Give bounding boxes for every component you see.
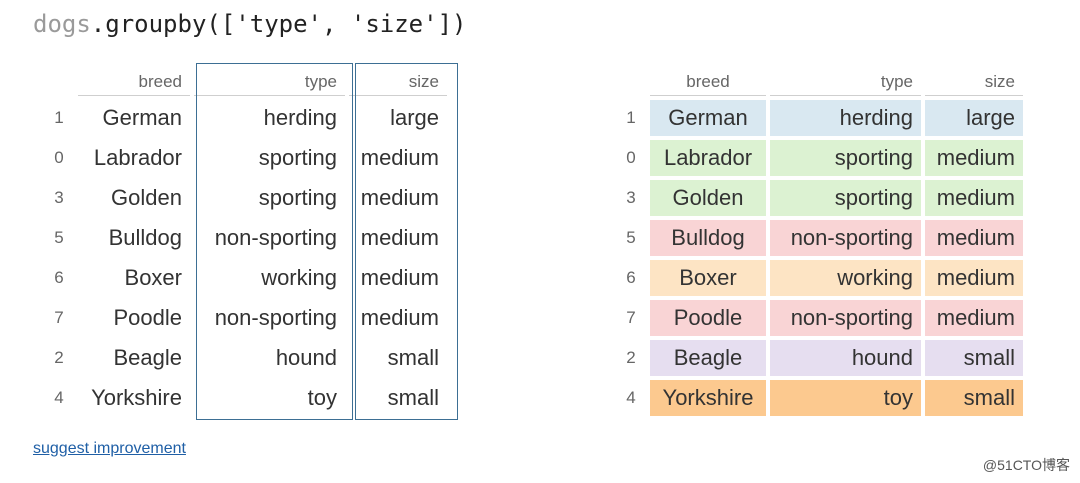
type-cell: non-sporting [214,305,337,330]
size-cell: large [390,105,439,130]
table-row: 4 Yorkshire toy small [44,380,447,416]
breed-cell: Beagle [650,340,766,376]
type-cell: working [770,260,921,296]
breed-cell: Labrador [93,145,182,170]
size-cell: medium [925,220,1023,256]
type-cell: sporting [258,185,337,210]
breed-cell: Bulldog [108,225,182,250]
index-cell: 0 [626,148,636,167]
table-row: 6 Boxer working medium [44,260,447,296]
size-cell: medium [925,300,1023,336]
type-cell: working [261,265,337,290]
type-cell: sporting [770,140,921,176]
index-cell: 6 [626,268,636,287]
size-cell: medium [360,185,439,210]
breed-cell: Poodle [650,300,766,336]
type-cell: toy [307,385,337,410]
breed-header: breed [650,66,766,96]
size-cell: medium [360,225,439,250]
type-cell: non-sporting [214,225,337,250]
index-cell: 7 [626,308,636,327]
size-cell: small [387,385,439,410]
code-method-call: .groupby(['type', 'size']) [90,10,467,38]
size-header: size [349,66,447,96]
index-cell: 4 [626,388,636,407]
table-row: 1 German herding large [44,100,447,136]
table-row: 3 Golden sporting medium [44,180,447,216]
watermark: @51CTO博客 [982,457,1070,473]
code-expression: dogs.groupby(['type', 'size']) [33,10,466,38]
breed-cell: German [650,100,766,136]
type-cell: sporting [770,180,921,216]
size-cell: medium [925,260,1023,296]
index-cell: 5 [54,228,64,247]
size-cell: large [925,100,1023,136]
index-cell: 2 [626,348,636,367]
breed-cell: Yorkshire [91,385,182,410]
index-cell: 5 [626,228,636,247]
breed-cell: Boxer [124,265,182,290]
index-cell: 2 [54,348,64,367]
type-cell: hound [770,340,921,376]
breed-cell: Golden [650,180,766,216]
type-cell: herding [770,100,921,136]
index-header [44,66,74,96]
type-cell: herding [263,105,337,130]
size-cell: small [387,345,439,370]
index-cell: 1 [626,108,636,127]
size-cell: medium [360,265,439,290]
index-cell: 4 [54,388,64,407]
size-cell: medium [925,180,1023,216]
breed-cell: Labrador [650,140,766,176]
right-header-row: breed type size [616,66,1023,96]
breed-cell: Yorkshire [650,380,766,416]
size-cell: medium [360,305,439,330]
breed-cell: Golden [111,185,182,210]
size-cell: medium [360,145,439,170]
type-cell: non-sporting [770,220,921,256]
table-row: 0 Labrador sporting medium [44,140,447,176]
index-cell: 3 [54,188,64,207]
size-cell: small [925,340,1023,376]
breed-cell: Bulldog [650,220,766,256]
table-row: 7 Poodle non-sporting medium [44,300,447,336]
type-header: type [194,66,345,96]
index-cell: 3 [626,188,636,207]
table-row: 2 Beagle hound small [44,340,447,376]
type-cell: hound [275,345,337,370]
index-cell: 0 [54,148,64,167]
type-cell: toy [770,380,921,416]
type-cell: sporting [258,145,337,170]
left-table: breed type size 1 German herding large 0 Labr… [40,62,451,420]
code-variable: dogs [33,10,91,38]
index-cell: 6 [54,268,64,287]
index-cell: 1 [54,108,64,127]
breed-header: breed [78,66,190,96]
type-header: type [770,66,921,96]
suggest-improvement-link[interactable]: suggest improvement [33,440,186,457]
size-cell: medium [925,140,1023,176]
type-cell: non-sporting [770,300,921,336]
size-header: size [925,66,1023,96]
breed-cell: Poodle [113,305,182,330]
breed-cell: German [102,105,182,130]
index-cell: 7 [54,308,64,327]
breed-cell: Boxer [650,260,766,296]
left-header-row: breed type size [44,66,447,96]
index-header [616,66,646,96]
breed-cell: Beagle [113,345,182,370]
size-cell: small [925,380,1023,416]
table-row: 5 Bulldog non-sporting medium [44,220,447,256]
